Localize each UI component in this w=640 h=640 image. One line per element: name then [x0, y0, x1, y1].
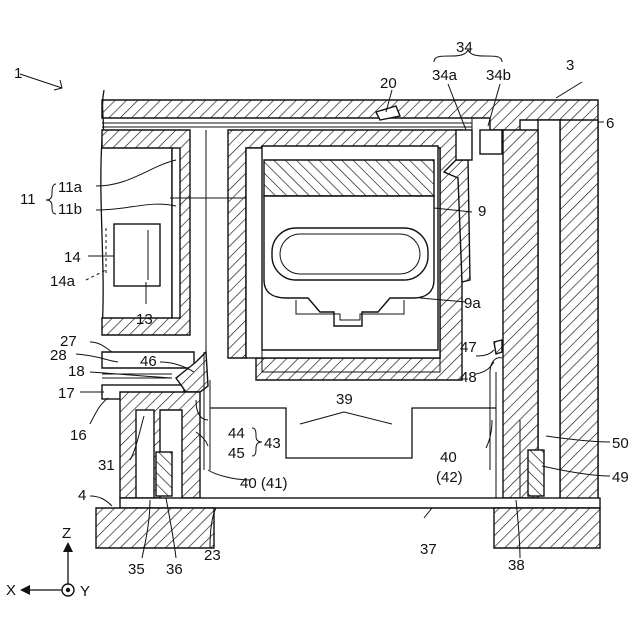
axis-label-x: X — [6, 582, 16, 599]
connector-9-hatched-top — [264, 160, 434, 196]
label-37: 37 — [420, 541, 437, 558]
label-34: 34 — [456, 39, 473, 56]
connector-9-window — [272, 228, 428, 280]
label-16: 16 — [70, 427, 87, 444]
label-47: 47 — [460, 339, 477, 356]
base-block-left — [96, 508, 214, 548]
axis-label-y: Y — [80, 583, 90, 600]
label-46: 46 — [140, 353, 157, 370]
label-14: 14 — [64, 249, 81, 266]
label-11b: 11b — [58, 201, 82, 218]
right-wall-slot — [538, 120, 560, 500]
label-18: 18 — [68, 363, 85, 380]
brace-43 — [252, 428, 262, 456]
label-50: 50 — [612, 435, 629, 452]
label-28: 28 — [50, 347, 67, 364]
label-36: 36 — [166, 561, 183, 578]
label-9: 9 — [478, 203, 486, 220]
label-45: 45 — [228, 445, 245, 462]
housing-right-wall — [560, 120, 598, 500]
label-9a: 9a — [464, 295, 481, 312]
label-20: 20 — [380, 75, 397, 92]
label-40-41: 40 (41) — [240, 475, 288, 492]
spring-49 — [528, 450, 544, 496]
label-13: 13 — [136, 311, 153, 328]
label-39: 39 — [336, 391, 353, 408]
base-block-right — [494, 508, 600, 548]
label-4: 4 — [78, 487, 86, 504]
label-38: 38 — [508, 557, 525, 574]
label-17: 17 — [58, 385, 75, 402]
label-49: 49 — [612, 469, 629, 486]
label-6: 6 — [606, 115, 614, 132]
label-14a: 14a — [50, 273, 76, 290]
brace-11 — [46, 184, 56, 214]
label-1: 1 — [14, 65, 22, 82]
label-35: 35 — [128, 561, 145, 578]
label-43: 43 — [264, 435, 281, 452]
hook-47 — [494, 340, 502, 354]
spring-36 — [156, 452, 172, 496]
label-48: 48 — [460, 369, 477, 386]
label-11: 11 — [20, 191, 36, 208]
base-plate-37 — [120, 498, 600, 508]
label-34a: 34a — [432, 67, 458, 84]
label-34b: 34b — [486, 67, 511, 84]
label-11a: 11a — [58, 179, 83, 196]
axis-indicator — [20, 542, 74, 596]
label-44: 44 — [228, 425, 245, 442]
label-23: 23 — [204, 547, 221, 564]
axis-label-z: Z — [62, 525, 71, 542]
component-14 — [114, 224, 160, 286]
label-40: 40 — [440, 449, 457, 466]
label-3: 3 — [566, 57, 574, 74]
strip-11a — [172, 148, 180, 318]
label-42: (42) — [436, 469, 463, 486]
label-31: 31 — [98, 457, 115, 474]
